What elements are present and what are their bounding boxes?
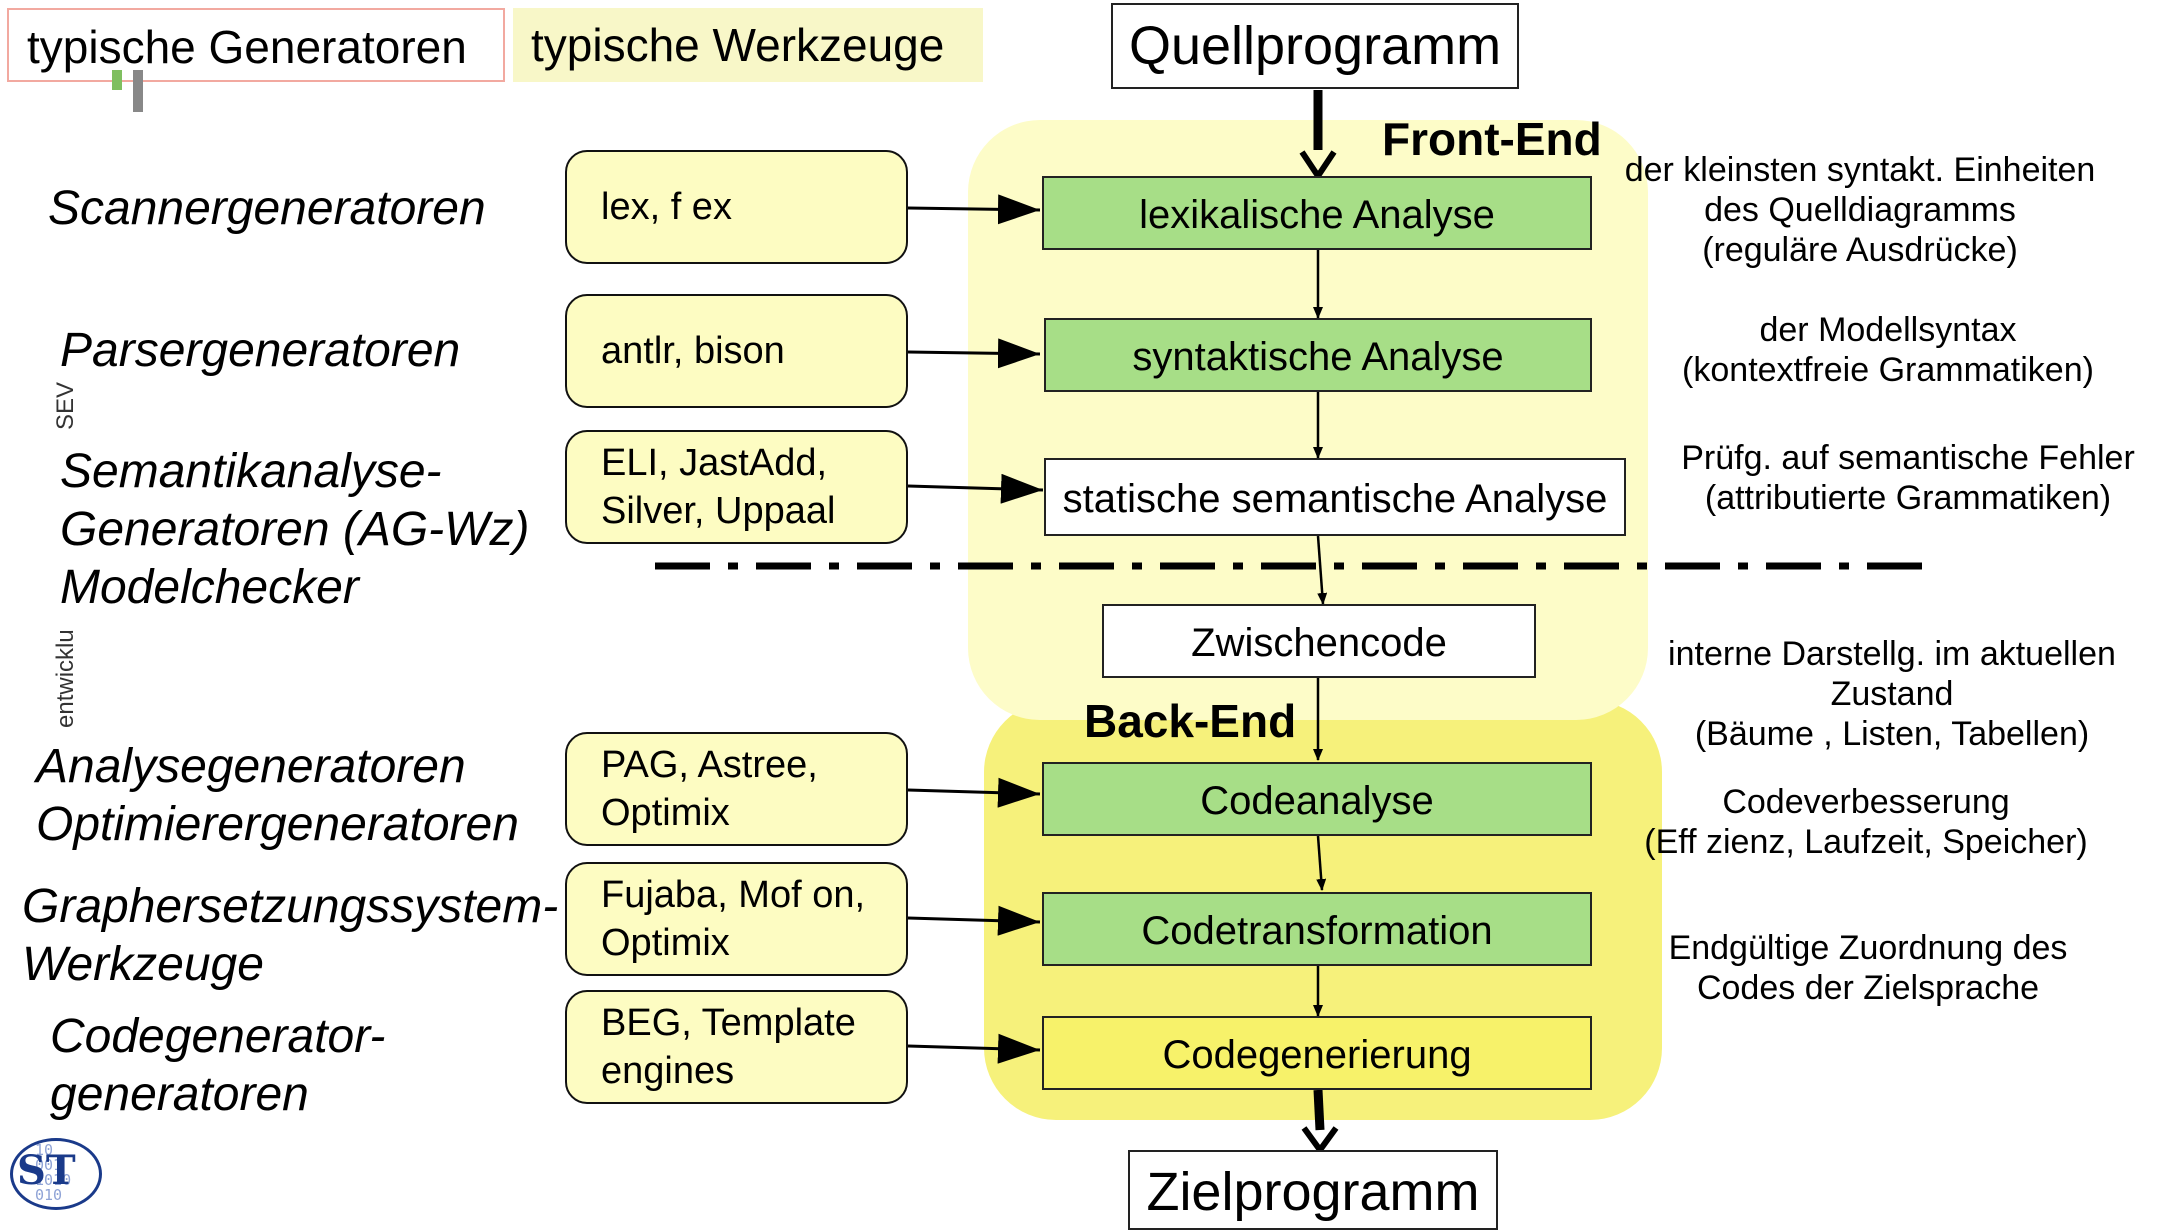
note-line: (attributierte Grammatiken) bbox=[1704, 479, 2112, 517]
generator-parser: Parsergeneratoren bbox=[60, 322, 460, 380]
side-text-b: entwicklu bbox=[52, 629, 79, 728]
note-code-generation: Endgültige Zuordnung des Codes der Ziels… bbox=[1588, 928, 2148, 1008]
generator-line: Werkzeuge bbox=[22, 938, 264, 991]
back-end-label: Back-End bbox=[1084, 695, 1297, 747]
generator-line: Generatoren (AG-Wz) bbox=[60, 503, 530, 556]
note-syntactic: der Modellsyntax (kontextfreie Grammatik… bbox=[1608, 310, 2157, 390]
tool-line: engines bbox=[601, 1050, 735, 1092]
legend-tools: typische Werkzeuge bbox=[513, 8, 983, 82]
note-line: interne Darstellg. im aktuellen bbox=[1668, 635, 2116, 673]
note-line: (reguläre Ausdrücke) bbox=[1702, 231, 2018, 269]
generator-line: Analysegeneratoren bbox=[36, 740, 466, 793]
tool-line: ELI, JastAdd, bbox=[601, 442, 828, 484]
step-code-analysis: Codeanalyse bbox=[1042, 762, 1592, 836]
note-lexical: der kleinsten syntakt. Einheiten des Que… bbox=[1580, 150, 2140, 270]
generator-line: generatoren bbox=[50, 1068, 309, 1121]
generator-line: Modelchecker bbox=[60, 561, 359, 614]
note-line: Codes der Zielsprache bbox=[1696, 969, 2040, 1007]
note-line: (Bäume , Listen, Tabellen) bbox=[1694, 715, 2090, 753]
generator-line: Semantikanalyse- bbox=[60, 445, 442, 498]
step-code-generation: Codegenerierung bbox=[1042, 1016, 1592, 1090]
source-program-box: Quellprogramm bbox=[1111, 3, 1519, 89]
generator-line: Parsergeneratoren bbox=[60, 324, 461, 377]
tool-box-semantic: ELI, JastAdd, Silver, Uppaal bbox=[565, 430, 908, 544]
tool-line: BEG, Template bbox=[601, 1002, 856, 1044]
generator-codegen: Codegenerator- generatoren bbox=[50, 1008, 385, 1124]
note-line: des Quelldiagramms bbox=[1704, 191, 2016, 229]
generator-analysis-optimizer: Analysegeneratoren Optimierergeneratoren bbox=[36, 738, 519, 854]
tool-box-scanner: lex, f ex bbox=[565, 150, 908, 264]
generator-semantic: Semantikanalyse- Generatoren (AG-Wz) Mod… bbox=[60, 443, 529, 617]
legend-generators: typische Generatoren bbox=[7, 8, 505, 82]
step-code-transformation: Codetransformation bbox=[1042, 892, 1592, 966]
note-line: Prüfg. auf semantische Fehler bbox=[1681, 439, 2135, 477]
note-semantic: Prüfg. auf semantische Fehler (attributi… bbox=[1628, 438, 2157, 518]
tool-box-analysis: PAG, Astree, Optimix bbox=[565, 732, 908, 846]
note-line: Codeverbesserung bbox=[1722, 783, 2010, 821]
note-line: Zustand bbox=[1830, 675, 1954, 713]
step-intermediate-code: Zwischencode bbox=[1102, 604, 1536, 678]
generator-line: Graphersetzungssystem- bbox=[22, 880, 559, 933]
step-syntactic-analysis: syntaktische Analyse bbox=[1044, 318, 1592, 392]
generator-line: Optimierergeneratoren bbox=[36, 798, 519, 851]
tool-box-graph: Fujaba, Mof on, Optimix bbox=[565, 862, 908, 976]
note-line: der kleinsten syntakt. Einheiten bbox=[1624, 151, 2096, 189]
note-line: Endgültige Zuordnung des bbox=[1668, 929, 2068, 967]
step-static-semantic-analysis: statische semantische Analyse bbox=[1044, 458, 1626, 536]
tool-line: Fujaba, Mof on, bbox=[601, 874, 866, 916]
note-code-analysis: Codeverbesserung (Eff zienz, Laufzeit, S… bbox=[1586, 782, 2146, 862]
step-lexical-analysis: lexikalische Analyse bbox=[1042, 176, 1592, 250]
note-line: (kontextfreie Grammatiken) bbox=[1682, 351, 2094, 389]
front-end-label: Front-End bbox=[1382, 113, 1602, 165]
note-line: (Eff zienz, Laufzeit, Speicher) bbox=[1644, 823, 2088, 861]
tool-box-codegen: BEG, Template engines bbox=[565, 990, 908, 1104]
legend-decoration bbox=[133, 70, 143, 112]
tool-line: antlr, bison bbox=[601, 330, 785, 372]
side-text-a: SEV bbox=[52, 381, 79, 430]
generator-graph-rewriting: Graphersetzungssystem- Werkzeuge bbox=[22, 878, 558, 994]
target-program-box: Zielprogramm bbox=[1128, 1150, 1498, 1230]
logo-text: ST bbox=[17, 1147, 76, 1194]
tool-line: Optimix bbox=[601, 922, 730, 964]
generator-scanner: Scannergeneratoren bbox=[48, 180, 486, 238]
tool-box-parser: antlr, bison bbox=[565, 294, 908, 408]
note-line: der Modellsyntax bbox=[1759, 311, 2017, 349]
tool-line: Optimix bbox=[601, 792, 730, 834]
tool-line: PAG, Astree, bbox=[601, 744, 818, 786]
tool-line: Silver, Uppaal bbox=[601, 490, 836, 532]
generator-line: Codegenerator- bbox=[50, 1010, 386, 1063]
legend-decoration bbox=[112, 70, 122, 90]
generator-line: Scannergeneratoren bbox=[48, 182, 486, 235]
note-intermediate: interne Darstellg. im aktuellen Zustand … bbox=[1612, 634, 2157, 754]
tool-line: lex, f ex bbox=[601, 186, 732, 228]
